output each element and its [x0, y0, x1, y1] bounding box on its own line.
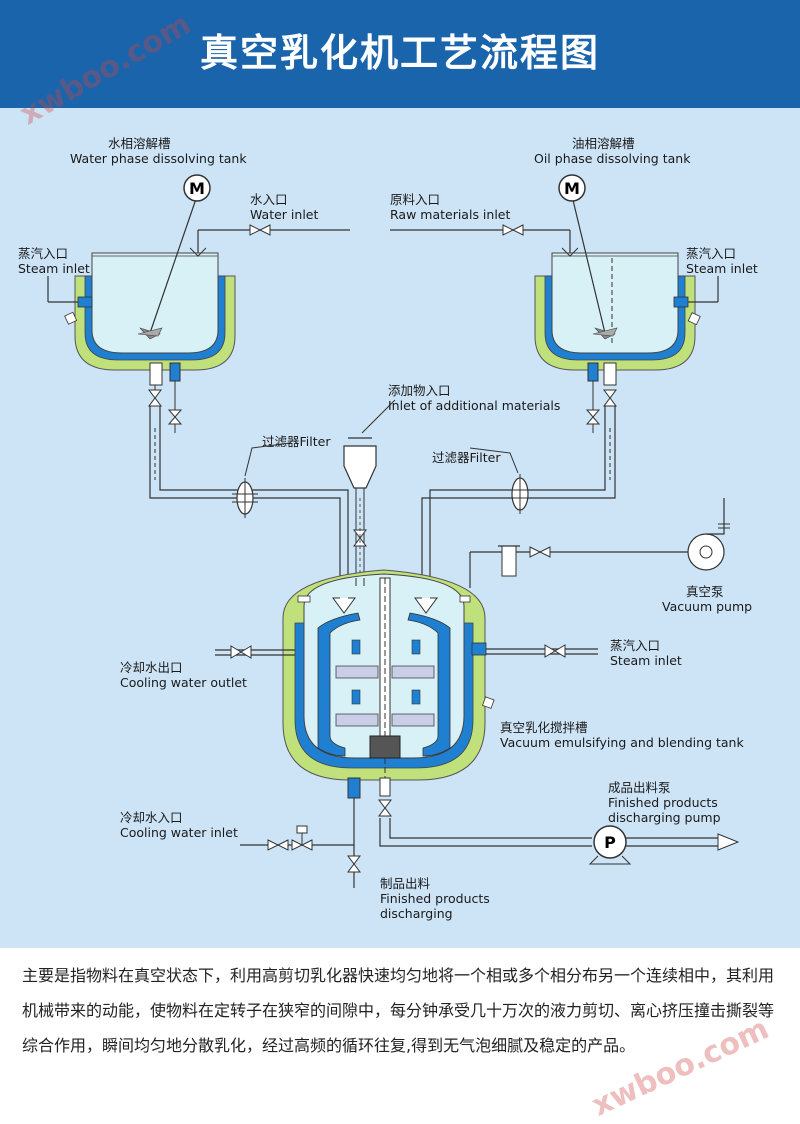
cooling-water-inlet-pipe: [240, 825, 354, 851]
water-tank-agitator: [137, 195, 198, 340]
description-paragraph: 主要是指物料在真空状态下，利用高剪切乳化器快速均匀地将一个相或多个相分布另一个连…: [22, 966, 775, 1055]
motor-letter: M: [564, 179, 580, 198]
label-water-inlet: 水入口 Water inlet: [250, 192, 319, 222]
label-steam-main: 蒸汽入口 Steam inlet: [610, 638, 682, 668]
label-discharge-pump: 成品出料泵 Finished products discharging pump: [608, 780, 721, 825]
label-product-out: 制品出料 Finished products discharging: [380, 876, 490, 921]
label-raw-inlet: 原料入口 Raw materials inlet: [390, 192, 511, 222]
motor-letter: M: [189, 179, 205, 198]
oil-tank-agitator: [571, 195, 618, 340]
vacuum-pump-line: [469, 498, 730, 588]
pump-letter: P: [604, 833, 616, 852]
filter-left-icon: [232, 442, 291, 518]
vacuum-pump-icon: [687, 533, 725, 571]
label-cooling-water-inlet: 冷却水入口 Cooling water inlet: [120, 810, 238, 840]
discharge-pump-icon: P: [588, 825, 740, 865]
label-additional-materials: 添加物入口 Inlet of additional materials: [388, 383, 561, 413]
label-oil-tank: 油相溶解槽 Oil phase dissolving tank: [534, 136, 691, 166]
water-tank-motor-icon: [183, 174, 211, 202]
main-emulsifying-tank: [282, 569, 486, 781]
filter-right-icon: [469, 447, 533, 514]
water-tank-outlets: [148, 362, 349, 598]
header-banner: 真空乳化机工艺流程图: [0, 0, 800, 108]
cooling-water-outlet-pipe: [215, 645, 295, 659]
page-title: 真空乳化机工艺流程图: [199, 31, 600, 75]
label-main-tank: 真空乳化搅拌槽 Vacuum emulsifying and blending …: [500, 720, 744, 750]
steam-inlet-right-pipe: [673, 276, 719, 326]
water-phase-tank: [74, 252, 236, 371]
label-filter-right: 过滤器Filter: [432, 450, 501, 465]
water-inlet-pipe: [189, 224, 350, 257]
raw-materials-inlet-pipe: [390, 224, 579, 257]
steam-inlet-left-pipe: [47, 276, 93, 325]
label-filter-left: 过滤器Filter: [262, 434, 331, 449]
process-flow-diagram: M: [0, 108, 800, 948]
label-vacuum-pump: 真空泵 Vacuum pump: [662, 584, 753, 614]
oil-tank-motor-icon: [558, 174, 586, 202]
steam-inlet-main-pipe: [471, 642, 598, 709]
label-water-tank: 水相溶解槽 Water phase dissolving tank: [70, 136, 247, 166]
main-tank-inlet-arrows: [332, 578, 438, 614]
diagram-canvas: M: [47, 174, 740, 888]
label-steam-right: 蒸汽入口 Steam inlet: [686, 246, 758, 276]
additional-materials-hopper: [343, 399, 396, 578]
main-tank-bottom-outlets: [347, 777, 592, 888]
label-cooling-water-outlet: 冷却水出口 Cooling water outlet: [120, 660, 247, 690]
oil-phase-tank: [534, 252, 696, 371]
label-steam-left: 蒸汽入口 Steam inlet: [18, 246, 90, 276]
